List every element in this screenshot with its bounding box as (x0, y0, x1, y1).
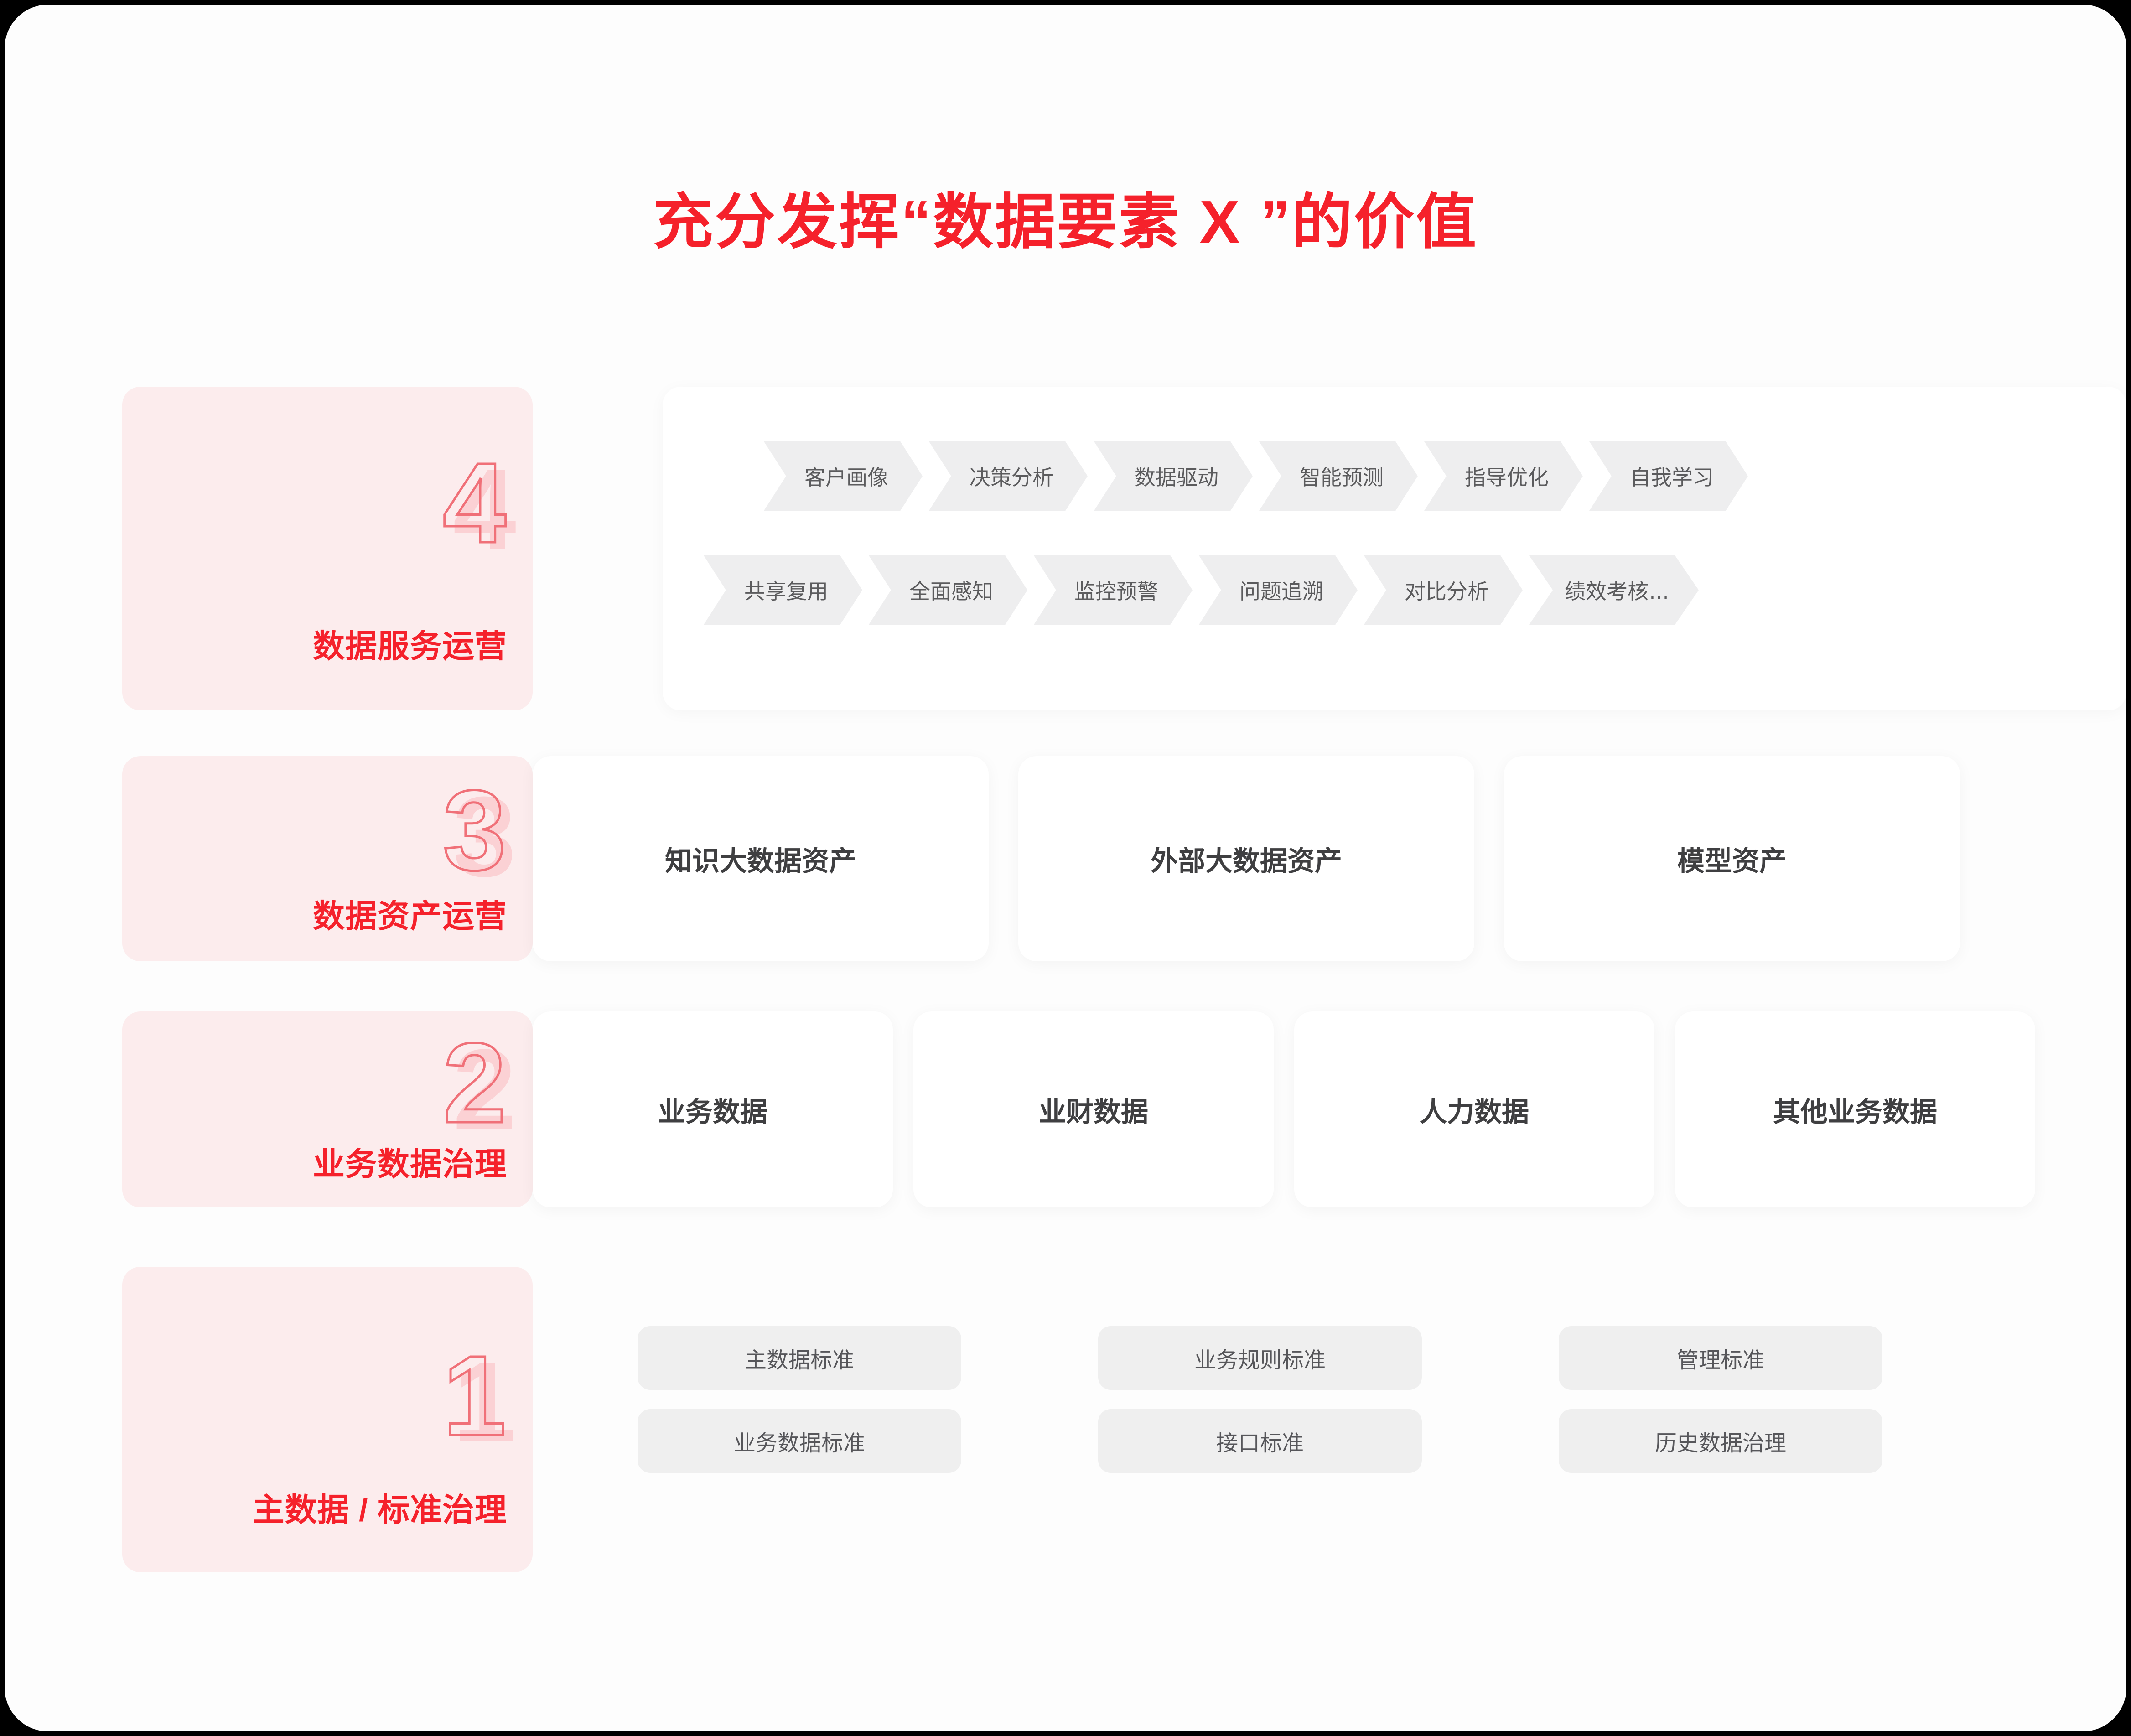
stage-content-2: 业务数据 业财数据 人力数据 其他业务数据 (533, 1011, 2126, 1207)
asset-card[interactable]: 知识大数据资产 (533, 756, 989, 961)
stage-number-2: 2 (441, 1019, 507, 1146)
data-card[interactable]: 业财数据 (913, 1011, 1274, 1207)
chevron-step[interactable]: 对比分析 (1364, 555, 1523, 625)
asset-card[interactable]: 外部大数据资产 (1018, 756, 1474, 961)
stage-number-1: 1 (441, 1332, 507, 1459)
stage-title-4: 数据服务运营 (313, 628, 507, 664)
stage-title-3: 数据资产运营 (313, 898, 507, 934)
chevron-step[interactable]: 全面感知 (869, 555, 1027, 625)
chevron-line-1: 客户画像 决策分析 数据驱动 智能预测 指导优化 自我学习 (764, 441, 1754, 511)
pill-line-1: 主数据标准 业务规则标准 管理标准 (638, 1326, 2028, 1390)
stage-label-box-4: 4 数据服务运营 (122, 387, 533, 710)
standard-pill[interactable]: 业务数据标准 (638, 1409, 961, 1473)
slide-card: 充分发挥“数据要素 X ”的价值 4 数据服务运营 客户画像 决策分析 数据驱动… (5, 5, 2126, 1731)
page-title: 充分发挥“数据要素 X ”的价值 (653, 188, 1478, 255)
stage-title-2: 业务数据治理 (313, 1146, 507, 1182)
row4-panel: 客户画像 决策分析 数据驱动 智能预测 指导优化 自我学习 共享复用 全面感知 … (663, 387, 2126, 710)
chevron-step[interactable]: 绩效考核… (1529, 555, 1699, 625)
asset-card[interactable]: 模型资产 (1504, 756, 1960, 961)
pill-line-2: 业务数据标准 接口标准 历史数据治理 (638, 1409, 2028, 1473)
row2-card-list: 业务数据 业财数据 人力数据 其他业务数据 (533, 1011, 2126, 1207)
chevron-step[interactable]: 客户画像 (764, 441, 923, 511)
chevron-step[interactable]: 自我学习 (1589, 441, 1748, 511)
standard-pill[interactable]: 接口标准 (1098, 1409, 1422, 1473)
stage-number-4: 4 (441, 439, 507, 566)
stage-number-3: 3 (441, 767, 507, 894)
stage-content-1: 主数据标准 业务规则标准 管理标准 业务数据标准 接口标准 历史数据治理 (533, 1267, 2126, 1572)
chevron-step[interactable]: 数据驱动 (1094, 441, 1253, 511)
stage-label-box-2: 2 业务数据治理 (122, 1011, 533, 1207)
data-card[interactable]: 其他业务数据 (1675, 1011, 2035, 1207)
stage-content-3: 知识大数据资产 外部大数据资产 模型资产 (533, 756, 2126, 961)
chevron-step[interactable]: 智能预测 (1259, 441, 1418, 511)
standard-pill[interactable]: 历史数据治理 (1559, 1409, 1882, 1473)
data-card[interactable]: 人力数据 (1294, 1011, 1654, 1207)
stage-label-box-1: 1 主数据 / 标准治理 (122, 1267, 533, 1572)
chevron-step[interactable]: 共享复用 (704, 555, 862, 625)
standard-pill[interactable]: 管理标准 (1559, 1326, 1882, 1390)
row3-card-list: 知识大数据资产 外部大数据资产 模型资产 (533, 756, 2126, 961)
stage-label-box-3: 3 数据资产运营 (122, 756, 533, 961)
chevron-line-2: 共享复用 全面感知 监控预警 问题追溯 对比分析 绩效考核… (704, 555, 1705, 625)
standard-pill[interactable]: 主数据标准 (638, 1326, 961, 1390)
chevron-step[interactable]: 决策分析 (929, 441, 1088, 511)
stage-content-4: 客户画像 决策分析 数据驱动 智能预测 指导优化 自我学习 共享复用 全面感知 … (533, 387, 2126, 710)
data-card[interactable]: 业务数据 (533, 1011, 893, 1207)
chevron-step[interactable]: 指导优化 (1424, 441, 1583, 511)
standard-pill[interactable]: 业务规则标准 (1098, 1326, 1422, 1390)
chevron-step[interactable]: 问题追溯 (1199, 555, 1358, 625)
stage-title-1: 主数据 / 标准治理 (252, 1492, 507, 1528)
row1-pill-list: 主数据标准 业务规则标准 管理标准 业务数据标准 接口标准 历史数据治理 (638, 1326, 2028, 1492)
chevron-step[interactable]: 监控预警 (1034, 555, 1193, 625)
